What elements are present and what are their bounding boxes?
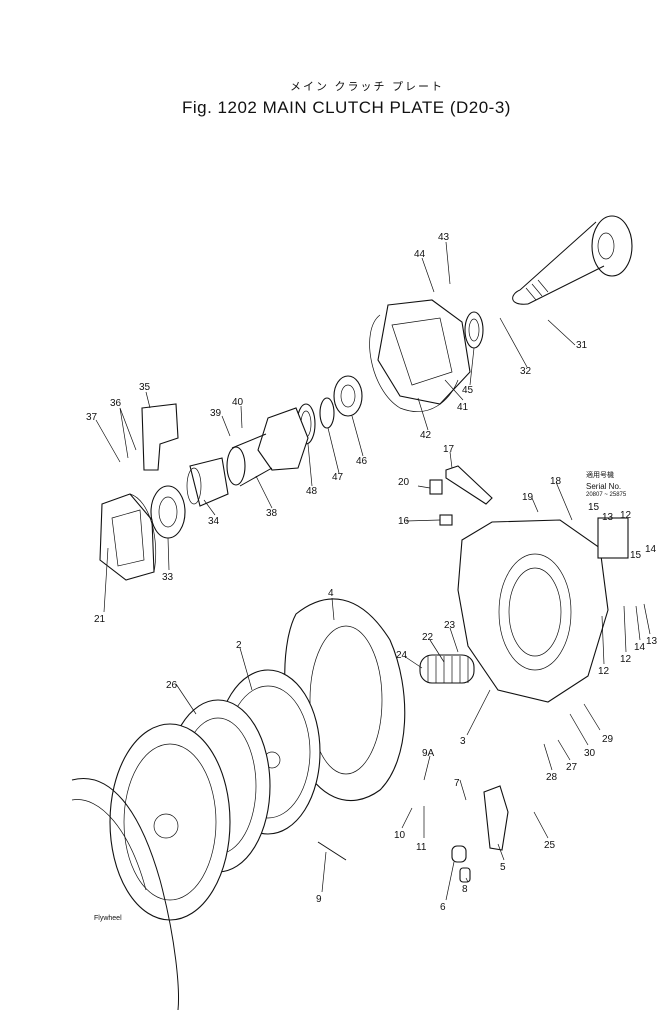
bracket-18 [445, 465, 493, 505]
callout-20: 19 [522, 492, 534, 503]
flywheel-edge [71, 778, 179, 1011]
callout-11: 11 [416, 842, 427, 853]
callout-45: 44 [414, 249, 426, 260]
callout-9a: 9A [422, 748, 435, 759]
callout-numbers: 31 32 45 41 42 46 47 48 38 34 33 21 35 3… [86, 232, 658, 922]
release-yoke [141, 403, 179, 471]
callout-40: 39 [210, 408, 222, 419]
callout-30: 29 [602, 734, 614, 745]
plate-17 [439, 514, 453, 526]
inset-detail [597, 517, 629, 559]
callout-39: 38 [266, 508, 278, 519]
callout-3: 3 [460, 736, 466, 747]
callout-17: 16 [398, 516, 410, 527]
callout-25: 24 [396, 650, 408, 661]
flywheel-label: Flywheel [94, 915, 122, 922]
callout-32: 31 [576, 340, 588, 351]
callout-19: 18 [550, 476, 562, 487]
bearing-47 [333, 375, 363, 417]
callout-49: 48 [306, 486, 318, 497]
callout-34: 33 [162, 572, 174, 583]
figure-title: Fig. 1202 MAIN CLUTCH PLATE (D20-3) [182, 98, 511, 117]
callout-9: 9 [316, 894, 322, 905]
callout-15: 14 [634, 642, 646, 653]
callout-36: 35 [139, 382, 151, 393]
serial-note: 適用号機 Serial No. 20807 ~ 25875 [586, 470, 626, 498]
sleeve-shaft [226, 407, 309, 487]
callout-7: 7 [454, 778, 460, 789]
callout-23: 22 [422, 632, 434, 643]
inset-callout-12: 12 [620, 510, 632, 521]
bearing-34 [150, 485, 186, 539]
pin-8 [459, 867, 471, 883]
callout-10: 10 [394, 830, 406, 841]
bearing-cover [369, 299, 471, 412]
callout-24: 23 [444, 620, 456, 631]
pin-9 [317, 841, 347, 861]
callout-22: 21 [94, 614, 106, 625]
callout-31: 30 [584, 748, 596, 759]
callout-5: 5 [500, 862, 506, 873]
oil-seal [464, 311, 484, 349]
callout-16: 15 [588, 502, 600, 513]
callout-42: 41 [457, 402, 469, 413]
callout-47: 46 [356, 456, 368, 467]
serial-label-japanese: 適用号機 [586, 471, 614, 479]
callout-18: 17 [443, 444, 455, 455]
callout-46: 45 [462, 385, 474, 396]
callout-21: 20 [398, 477, 410, 488]
title-japanese: メイン クラッチ プレート [290, 80, 444, 93]
callout-48: 47 [332, 472, 344, 483]
release-lever [483, 785, 509, 851]
callout-33: 32 [520, 366, 532, 377]
callout-41: 40 [232, 397, 244, 408]
inset-callout-15: 15 [630, 550, 642, 561]
pin-6 [451, 845, 467, 863]
plate-21 [429, 479, 443, 495]
leader-lines [95, 241, 651, 901]
callout-29: 28 [546, 772, 558, 783]
callout-37: 36 [110, 398, 122, 409]
gear-hub [99, 493, 157, 581]
callout-2: 2 [236, 640, 242, 651]
callout-14: 13 [646, 636, 658, 647]
sleeve-35 [186, 457, 229, 507]
callout-43: 42 [420, 430, 432, 441]
clutch-cover-housing [457, 519, 609, 703]
serial-label: Serial No. [586, 482, 622, 491]
snap-ring-48 [319, 397, 335, 429]
callout-27: 26 [166, 680, 178, 691]
callout-38: 37 [86, 412, 98, 423]
callout-13: 12 [598, 666, 610, 677]
callout-6: 6 [440, 902, 446, 913]
callout-8: 8 [462, 884, 468, 895]
inset-callout-13: 13 [602, 512, 614, 523]
callout-4: 4 [328, 588, 334, 599]
callout-12: 12 [620, 654, 632, 665]
callout-35: 34 [208, 516, 220, 527]
callout-44: 43 [438, 232, 450, 243]
clutch-disc-front [109, 723, 231, 921]
callout-26: 25 [544, 840, 556, 851]
coil-spring [419, 654, 475, 684]
inset-callout-14: 14 [645, 544, 657, 555]
drive-shaft [512, 215, 633, 305]
callout-28: 27 [566, 762, 578, 773]
serial-range: 20807 ~ 25875 [586, 492, 627, 498]
